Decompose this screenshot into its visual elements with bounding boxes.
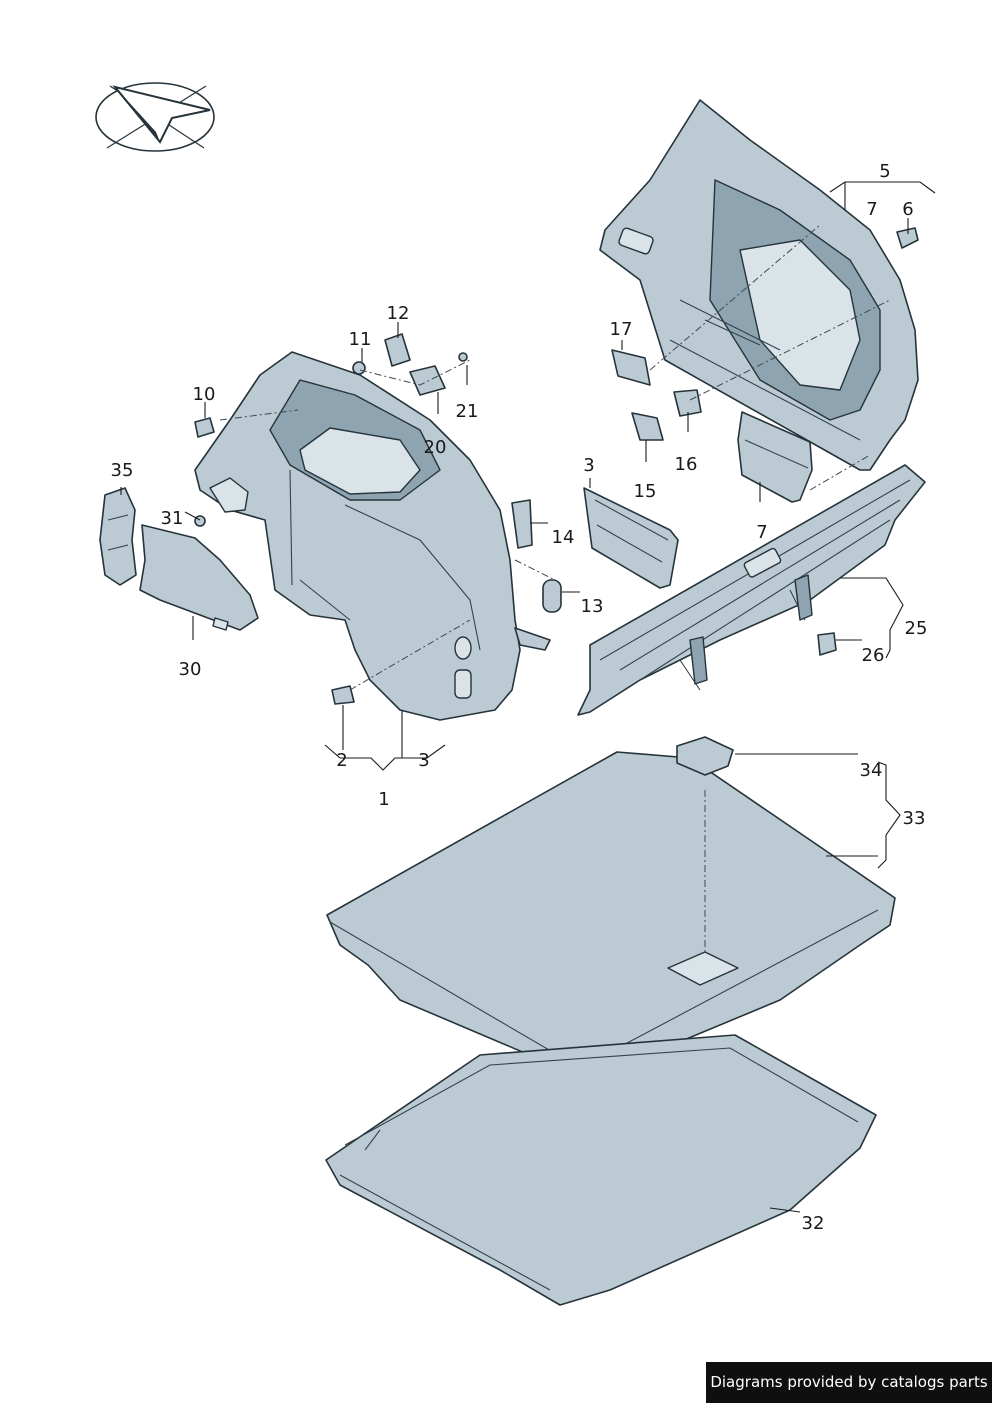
callout-1: 1: [378, 789, 389, 810]
handle-34: [676, 736, 734, 776]
callout-3-right: 3: [583, 455, 594, 476]
callout-34: 34: [860, 760, 883, 781]
light-17: [611, 349, 651, 386]
callout-30: 30: [179, 659, 202, 680]
left-bracket: [139, 524, 259, 631]
rear-sill-trim: [577, 464, 926, 716]
assembly-lines: [219, 224, 891, 955]
callout-7-bottom: 7: [756, 522, 767, 543]
callout-21: 21: [456, 401, 479, 422]
callout-14: 14: [552, 527, 575, 548]
callout-16: 16: [675, 454, 698, 475]
callout-labels: 1 2 3 3 5 6 7 7 10 11 12 13 14 15 16 17 …: [111, 161, 928, 1234]
bracket-12: [384, 333, 411, 367]
screw-21: [458, 352, 468, 362]
callout-2: 2: [336, 750, 347, 771]
direction-arrow-icon: [95, 82, 215, 152]
fasteners: [194, 227, 919, 705]
callout-20: 20: [424, 437, 447, 458]
callout-3-left: 3: [418, 750, 429, 771]
holder-20: [409, 365, 446, 396]
left-flap-cover: [583, 487, 679, 589]
clip-2: [331, 685, 355, 705]
callout-17: 17: [610, 319, 633, 340]
trunk-liner: [325, 1034, 877, 1306]
callout-5: 5: [879, 161, 890, 182]
socket-16: [673, 389, 702, 417]
callout-25: 25: [905, 618, 928, 639]
callout-13: 13: [581, 596, 604, 617]
footer-credit-badge: Diagrams provided by catalogs parts: [706, 1362, 992, 1403]
callout-10: 10: [193, 384, 216, 405]
callout-26: 26: [862, 645, 885, 666]
leader-lines: [120, 181, 936, 1213]
callout-35: 35: [111, 460, 134, 481]
right-side-trim-panel: [599, 99, 919, 471]
hook-14: [511, 499, 533, 549]
housing-15: [631, 412, 664, 441]
callout-11: 11: [349, 329, 372, 350]
callout-32: 32: [802, 1213, 825, 1234]
clip-13: [542, 579, 562, 613]
callout-31: 31: [161, 508, 184, 529]
left-side-trim-panel: [194, 351, 551, 721]
clip-6: [896, 227, 919, 249]
screw-31: [194, 515, 206, 527]
screw-11: [352, 361, 366, 375]
callout-15: 15: [634, 481, 657, 502]
clip-26: [817, 632, 837, 656]
left-small-bracket: [99, 487, 137, 586]
callout-6: 6: [902, 199, 913, 220]
callout-7-top: 7: [866, 199, 877, 220]
callout-33: 33: [903, 808, 926, 829]
callout-12: 12: [387, 303, 410, 324]
right-flap-cover: [737, 411, 813, 503]
clip-10: [194, 417, 215, 438]
floor-cover: [326, 736, 896, 1086]
